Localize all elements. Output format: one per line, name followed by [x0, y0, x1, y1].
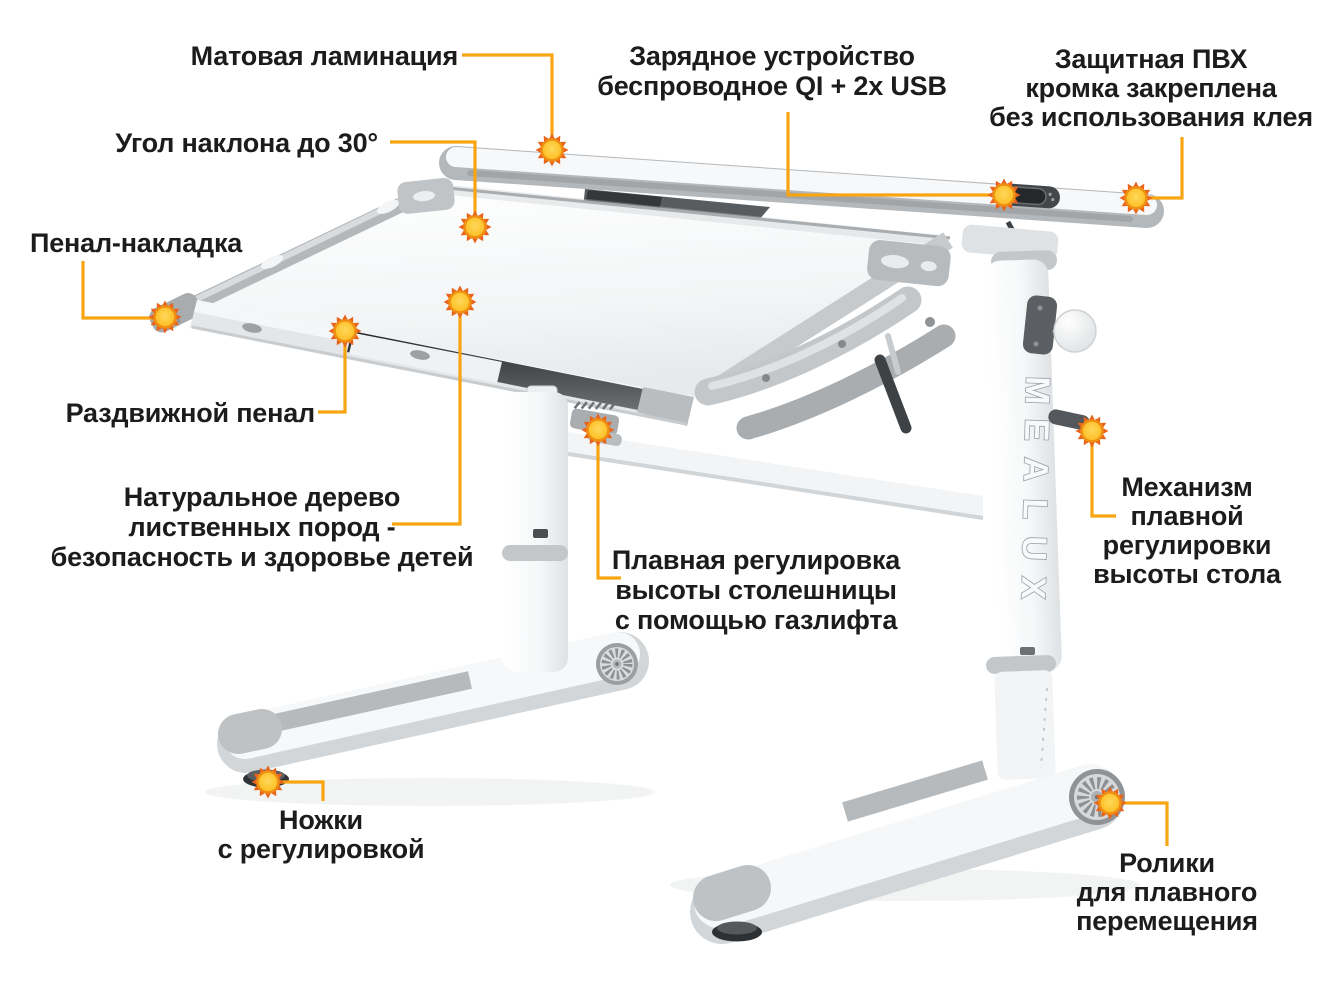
callout-text: с регулировкой [217, 834, 425, 864]
left-leg [217, 385, 649, 788]
leader-pencil-overlay [81, 261, 165, 320]
sun-marker-icon [535, 133, 569, 167]
callout-label-pencil-overlay: Пенал-накладка [30, 228, 242, 258]
sun-marker-icon [328, 314, 362, 348]
callout-text: Угол наклона до 30° [115, 128, 378, 158]
sun-marker-icon [251, 765, 285, 799]
crossbar [548, 429, 984, 520]
desktop [149, 177, 953, 402]
sun-marker-icon [1093, 786, 1127, 820]
leader-natural-wood [392, 302, 462, 526]
leader-height-mechanism [1090, 431, 1116, 518]
callout-text: перемещения [1076, 906, 1258, 936]
desk-illustration [149, 146, 1164, 944]
left-wheel [596, 643, 638, 685]
crank-handle [1022, 295, 1097, 431]
callout-label-pvc-edge: Защитная ПВХ кромка закреплена без испол… [989, 45, 1313, 132]
sun-marker-icon [443, 285, 477, 319]
callout-text: Механизм [1121, 472, 1253, 502]
callout-label-rollers: Ролики для плавного перемещения [1076, 849, 1258, 936]
sun-marker-icon [987, 178, 1021, 212]
callout-text: Натуральное дерево [123, 482, 401, 512]
right-leg-base [690, 760, 1125, 944]
leader-wireless-charger [786, 112, 1004, 197]
brand-letter: A [1016, 456, 1055, 482]
leader-tilt-angle [390, 140, 477, 227]
callout-label-tilt-angle: Угол наклона до 30° [115, 128, 378, 158]
callout-text: Зарядное устройство [629, 41, 915, 71]
brand-letter: X [1014, 576, 1053, 600]
leader-gas-lift [596, 430, 621, 580]
floor-shadow [205, 778, 655, 806]
callout-text: Матовая ламинация [190, 41, 459, 71]
corner-bracket-left [397, 177, 455, 214]
callout-text: плавной [1130, 501, 1244, 531]
callout-text: высоты стола [1093, 559, 1281, 589]
callout-text: лиственных пород - [128, 512, 396, 542]
leader-sliding-pencil-case [318, 331, 347, 414]
sun-marker-icon [148, 300, 182, 334]
callout-text: для плавного [1076, 877, 1258, 907]
callout-label-adjustable-feet: Ножки с регулировкой [218, 806, 425, 864]
sun-marker-icon [458, 210, 492, 244]
brand-letter: L [1015, 498, 1054, 520]
callout-text: безопасность и здоровье детей [50, 542, 474, 572]
brand-letter: M [1018, 376, 1057, 406]
callout-label-matte-lamination: Матовая ламинация [190, 41, 459, 71]
callout-text: Ножки [279, 805, 363, 835]
right-leg-column [985, 250, 1062, 780]
callout-text: без использования клея [989, 102, 1313, 132]
callout-text: высоты столешницы [615, 575, 897, 605]
callout-text: кромка закреплена [1025, 73, 1277, 103]
callout-markers [148, 133, 1153, 820]
callout-text: Защитная ПВХ [1054, 44, 1248, 74]
callout-label-height-mechanism: Механизм плавной регулировки высоты стол… [1093, 473, 1281, 589]
corner-bracket-right [867, 240, 951, 287]
brand-letter: E [1017, 418, 1056, 442]
sun-marker-icon [581, 413, 615, 447]
callout-label-natural-wood: Натуральное дерево лиственных пород - бе… [51, 482, 474, 572]
brand-letter: U [1014, 535, 1053, 561]
callout-text: Плавная регулировка [611, 545, 901, 575]
leader-matte-lamination [462, 53, 554, 150]
sun-marker-icon [1119, 181, 1153, 215]
right-adjustable-foot [712, 921, 762, 942]
callout-text: с помощью газлифта [614, 605, 898, 635]
callout-text: Ролики [1119, 848, 1215, 878]
callout-text: Раздвижной пенал [65, 398, 316, 428]
callout-text: регулировки [1102, 530, 1272, 560]
callout-label-gas-lift: Плавная регулировка высоты столешницы с … [612, 545, 900, 635]
sun-marker-icon [1075, 414, 1109, 448]
callout-label-sliding-pencil-case: Раздвижной пенал [65, 398, 316, 428]
callout-text: беспроводное QI + 2x USB [597, 71, 947, 101]
leader-rollers [1110, 801, 1169, 846]
callout-label-wireless-charger: Зарядное устройство беспроводное QI + 2x… [597, 41, 947, 101]
callout-text: Пенал-накладка [30, 228, 243, 258]
leader-adjustable-feet [268, 780, 325, 801]
tilt-support-arms [694, 286, 956, 440]
callout-lines [81, 53, 1184, 846]
